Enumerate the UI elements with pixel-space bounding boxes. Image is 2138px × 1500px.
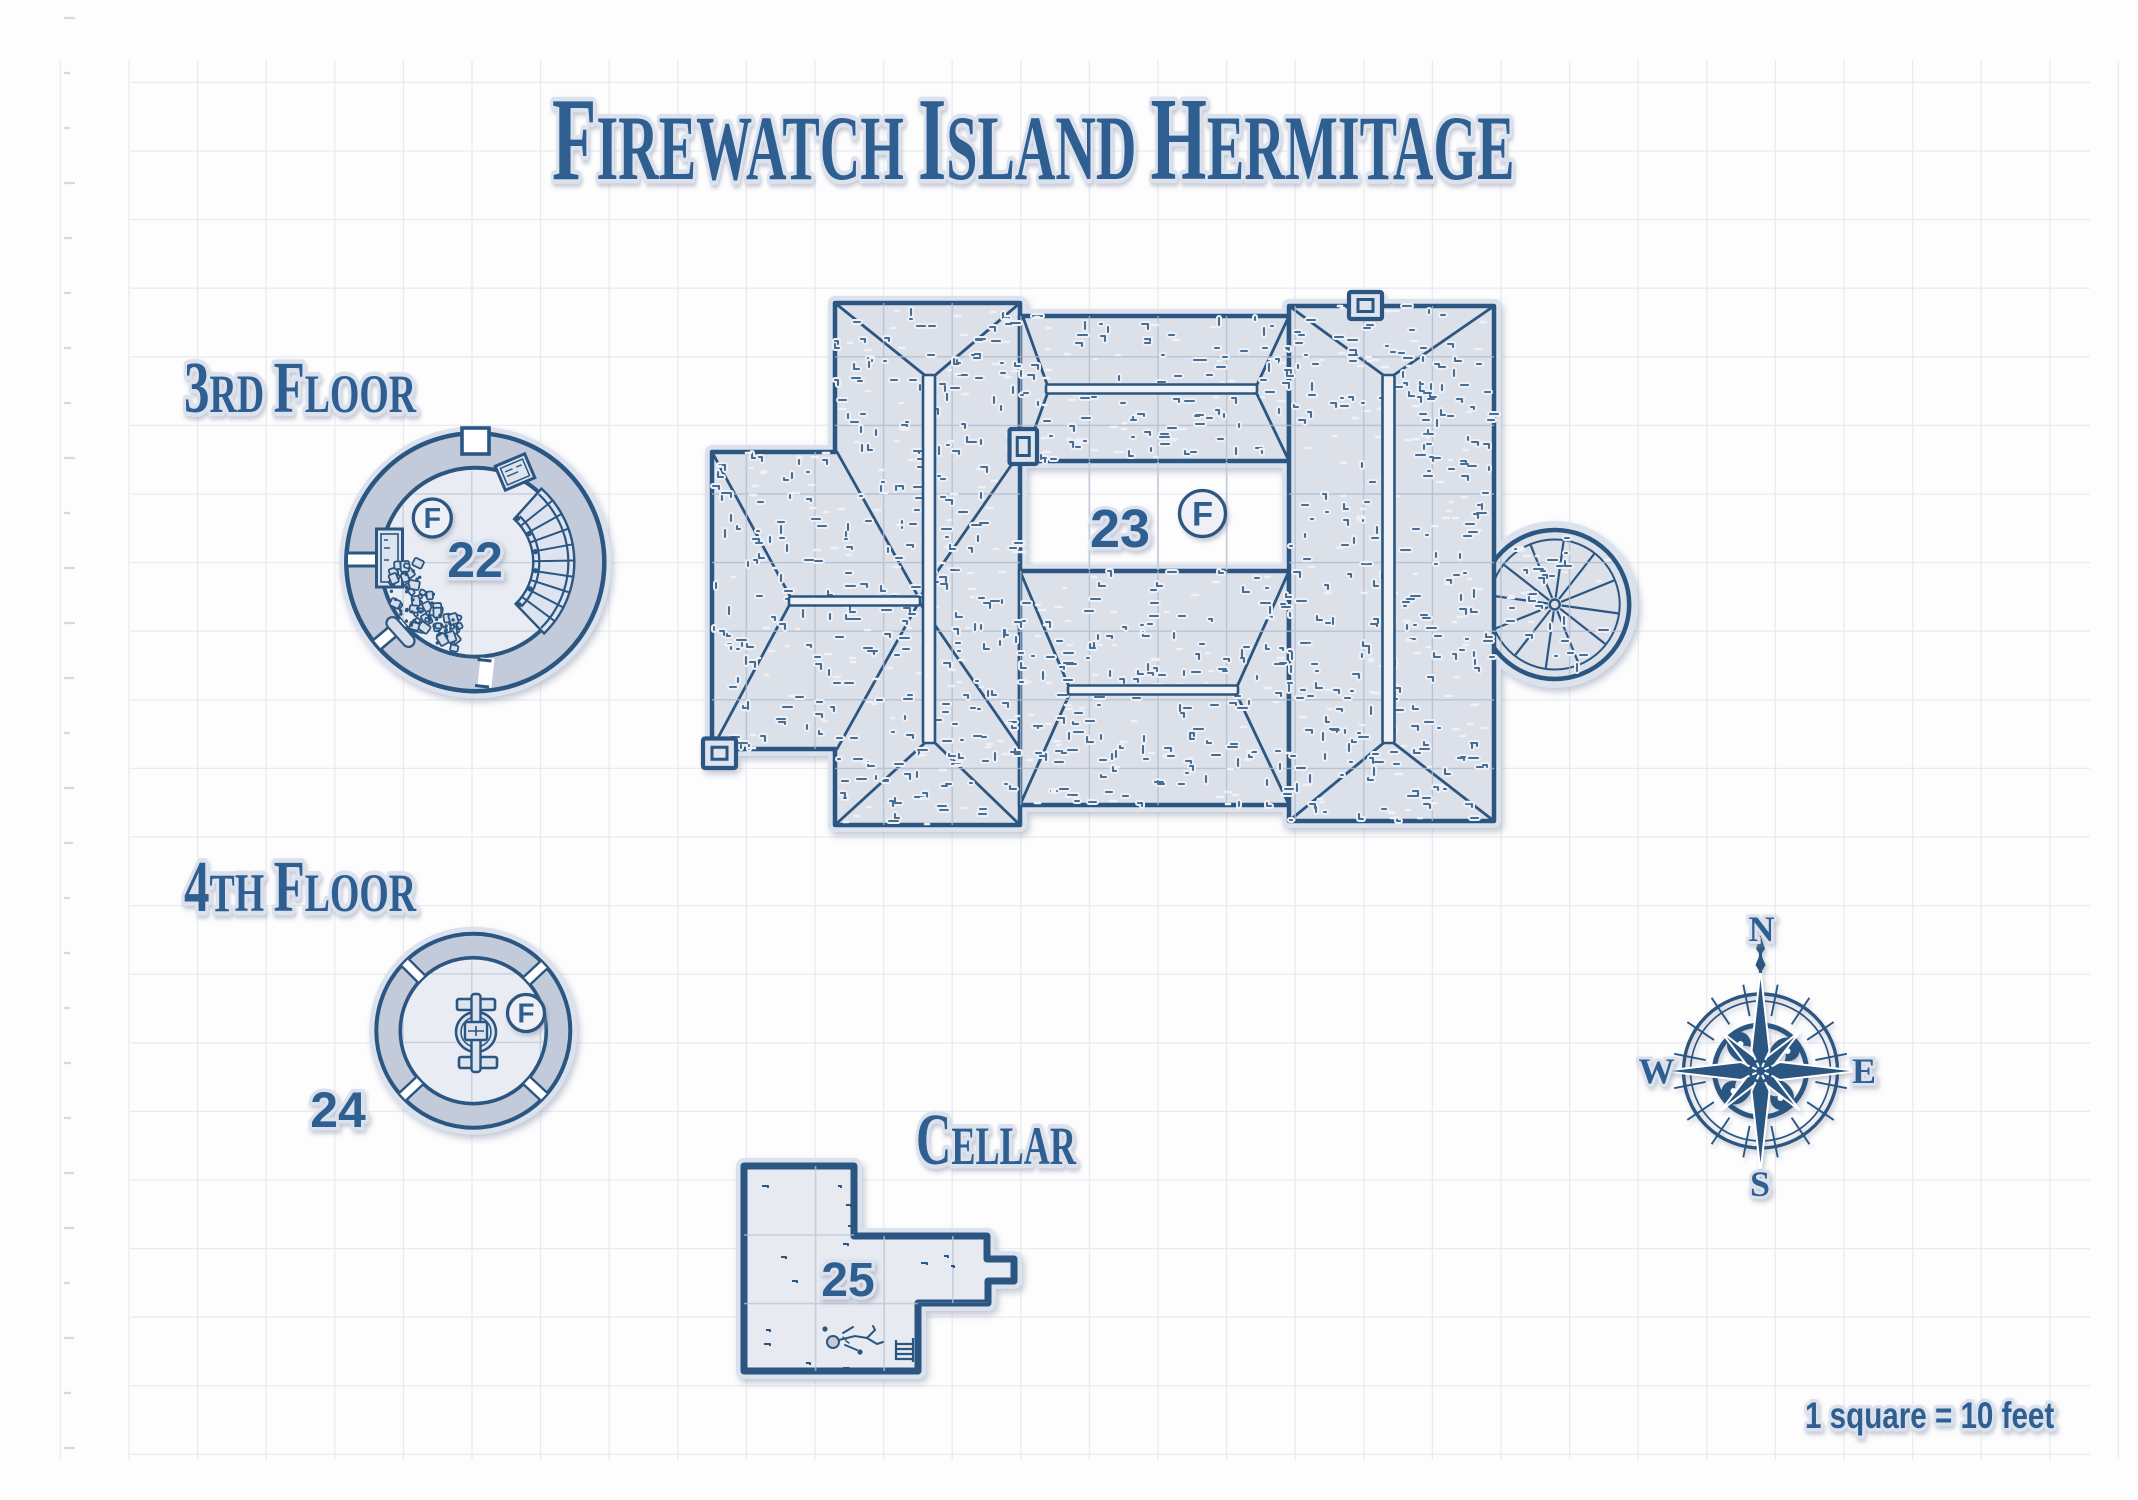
svg-text:E: E (1852, 1051, 1876, 1091)
svg-text:F: F (424, 503, 441, 535)
svg-text:F: F (1192, 495, 1213, 533)
svg-text:W: W (1639, 1051, 1675, 1091)
svg-text:22: 22 (447, 532, 503, 588)
svg-text:F: F (518, 998, 535, 1029)
svg-text:S: S (1750, 1164, 1770, 1204)
svg-text:3RD FLOOR: 3RD FLOOR (184, 347, 417, 428)
svg-text:23: 23 (1090, 499, 1150, 559)
svg-text:4TH FLOOR: 4TH FLOOR (184, 846, 417, 927)
svg-text:1 square = 10 feet: 1 square = 10 feet (1805, 1396, 2054, 1437)
svg-text:FIREWATCH ISLAND HERMITAGE: FIREWATCH ISLAND HERMITAGE (552, 74, 1515, 206)
svg-text:24: 24 (310, 1082, 366, 1138)
svg-text:N: N (1749, 909, 1775, 949)
svg-text:25: 25 (821, 1254, 874, 1307)
svg-text:CELLAR: CELLAR (916, 1101, 1077, 1181)
